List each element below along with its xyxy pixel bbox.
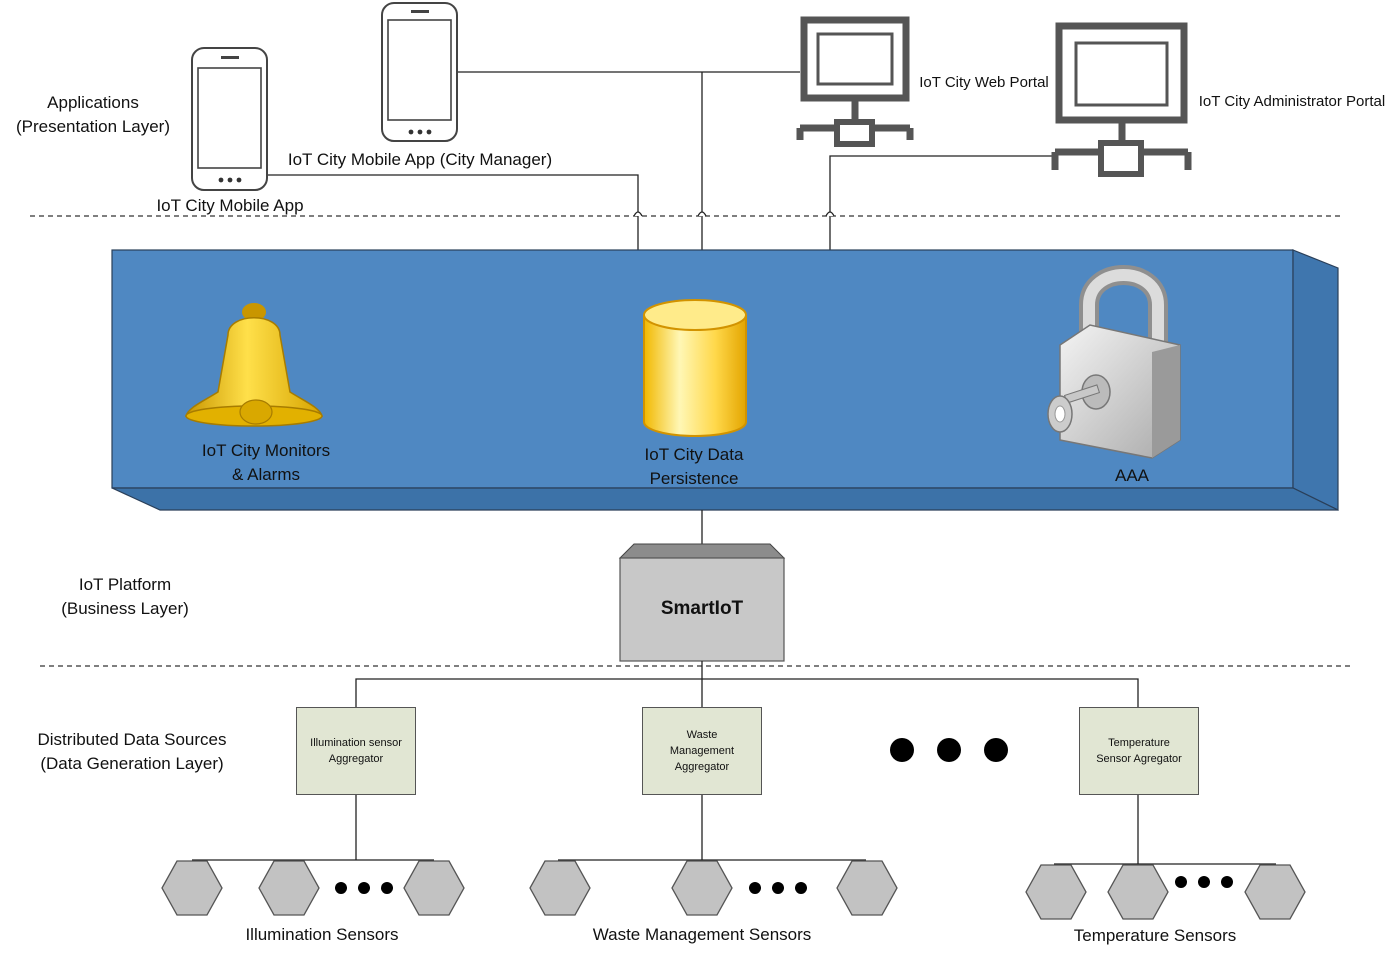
sensor-hexagon	[529, 860, 591, 916]
admin-portal-computer-icon	[1051, 22, 1192, 177]
illumination-sensors-label: Illumination Sensors	[245, 925, 399, 944]
sensor-hexagon	[671, 860, 733, 916]
sensor-hexagon	[1025, 864, 1087, 920]
aggregator-tree	[192, 661, 1276, 865]
business-layer-label: IoT Platform(Business Layer)	[61, 575, 189, 618]
presentation-layer-label: Applications(Presentation Layer)	[15, 93, 171, 136]
data-generation-layer-label: Distributed Data Sources(Data Generation…	[37, 730, 227, 773]
waste-sensors-label: Waste Management Sensors	[592, 925, 812, 944]
smartiot-label: SmartIoT	[660, 598, 744, 619]
monitors-label: IoT City Monitors& Alarms	[201, 441, 331, 484]
sensor-hexagon	[258, 860, 320, 916]
sensor-hexagons	[161, 860, 1306, 920]
more-sensors-ellipsis	[335, 876, 1233, 894]
sensor-hexagon	[403, 860, 465, 916]
app-connectors	[266, 71, 1052, 250]
manager-app-label: IoT City Mobile App (City Manager)	[287, 150, 553, 169]
sensor-hexagon	[161, 860, 223, 916]
web-portal-label: IoT City Web Portal	[919, 74, 1049, 91]
mobile-app-label: IoT City Mobile App	[156, 196, 304, 215]
temperature-sensors-label: Temperature Sensors	[1073, 926, 1237, 945]
bell-icon	[185, 303, 323, 427]
database-icon	[643, 299, 747, 437]
sensor-hexagon	[1107, 864, 1169, 920]
smartiot-box	[618, 543, 786, 662]
web-portal-computer-icon	[796, 16, 914, 147]
manager-phone-icon	[381, 2, 458, 142]
aaa-label: AAA	[1114, 466, 1150, 485]
padlock-icon	[1047, 265, 1181, 459]
sensor-hexagon	[836, 860, 898, 916]
sensor-hexagon	[1244, 864, 1306, 920]
mobile-phone-icon	[191, 47, 268, 191]
admin-portal-label: IoT City Administrator Portal	[1198, 93, 1386, 110]
more-aggregators-ellipsis	[890, 738, 1008, 762]
